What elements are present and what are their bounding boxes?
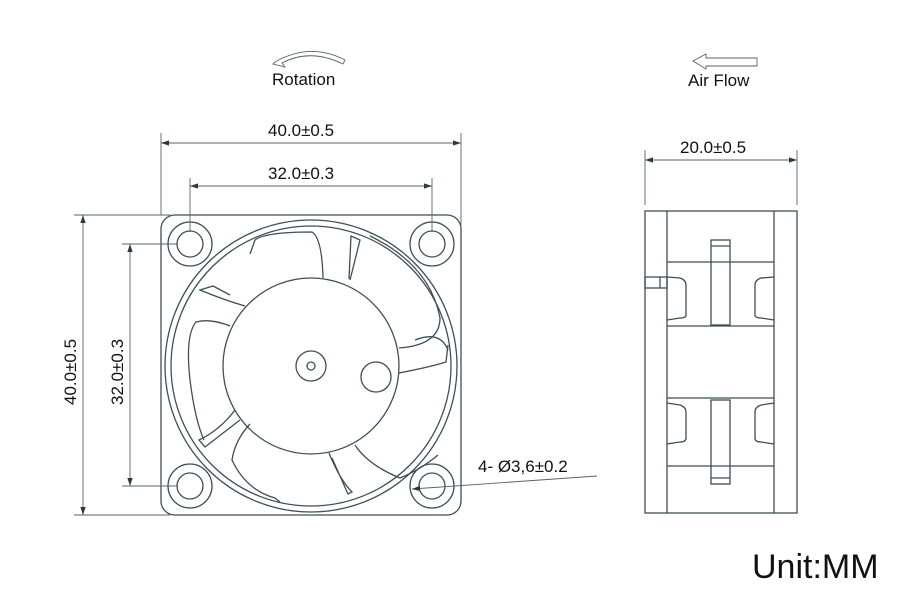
- rotation-arrow-icon: [272, 51, 346, 68]
- front-view: [160, 214, 462, 516]
- airflow-arrow-icon: [692, 53, 758, 70]
- dim-height-outer: 40.0±0.5: [61, 339, 80, 405]
- airflow-label: Air Flow: [688, 71, 750, 90]
- hub: [222, 277, 400, 455]
- side-view: [644, 210, 798, 514]
- unit-label: Unit:MM: [752, 548, 879, 586]
- fan-blades: [187, 231, 449, 503]
- dim-width-outer: 40.0±0.5: [268, 121, 334, 140]
- dim-height-holes: 32.0±0.3: [108, 339, 127, 405]
- rotation-label: Rotation: [272, 70, 335, 89]
- dimension-lines: [74, 133, 798, 516]
- dim-depth: 20.0±0.5: [680, 138, 746, 157]
- dim-width-holes: 32.0±0.3: [268, 164, 334, 183]
- dim-hole-spec: 4- Ø3,6±0.2: [478, 457, 568, 476]
